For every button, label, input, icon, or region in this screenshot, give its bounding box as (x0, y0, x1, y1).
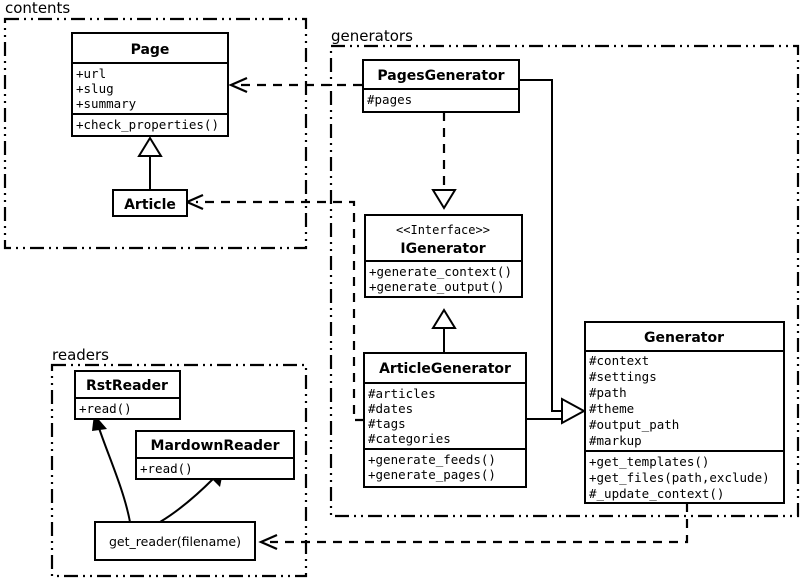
class-article-generator-frame (363, 352, 527, 488)
connector-articlegenerator-to-article (184, 193, 364, 422)
class-generator-title: Generator (644, 330, 724, 346)
class-pages-generator-title: PagesGenerator (377, 68, 504, 84)
connector-pagesgenerator-to-igenerator (431, 112, 457, 210)
class-article-generator[interactable]: ArticleGenerator #articles #dates #tags … (363, 352, 527, 488)
class-rst-reader-operation: +read() (79, 401, 132, 416)
connector-getreader-to-rstreader (92, 414, 131, 523)
class-page-attribute: +summary (76, 96, 137, 111)
connector-articlegenerator-to-generator (526, 397, 587, 425)
class-generator-attribute: #output_path (589, 417, 679, 432)
connector-article-to-page (137, 136, 163, 190)
class-article-generator-operation: +generate_pages() (368, 467, 496, 482)
class-rst-reader[interactable]: RstReader +read() (74, 370, 181, 420)
class-article-generator-operation: +generate_feeds() (368, 452, 496, 467)
class-page[interactable]: Page +url +slug +summary +check_properti… (71, 32, 229, 137)
package-readers: readers (50, 346, 308, 578)
class-article[interactable]: Article (112, 189, 188, 217)
class-mardown-reader[interactable]: MardownReader +read() (135, 430, 295, 480)
package-readers-label: readers (52, 346, 109, 364)
class-page-title: Page (131, 42, 170, 58)
class-generator-operation: +get_templates() (589, 454, 709, 469)
class-generator-attribute: #markup (589, 433, 642, 448)
class-page-operation: +check_properties() (76, 117, 219, 132)
class-generator-operation: +get_files(path,exclude) (589, 470, 770, 485)
class-page-attribute: +slug (76, 81, 114, 96)
class-generator-attribute: #context (589, 353, 649, 368)
connector-pagesgenerator-to-page (228, 76, 362, 94)
class-rst-reader-frame (74, 370, 181, 420)
class-igenerator-operation: +generate_context() (369, 264, 512, 279)
package-readers-border (50, 363, 308, 578)
class-article-generator-title: ArticleGenerator (379, 361, 511, 377)
class-igenerator-operation: +generate_output() (369, 279, 504, 294)
class-mardown-reader-frame (135, 430, 295, 480)
class-page-frame (71, 32, 229, 137)
class-article-frame (112, 189, 188, 217)
class-generator-frame (584, 321, 785, 504)
package-contents: contents (3, 0, 308, 250)
class-mardown-reader-title: MardownReader (151, 438, 280, 454)
package-contents-border (3, 17, 308, 250)
class-generator-attribute: #settings (589, 369, 657, 384)
class-igenerator-frame (364, 214, 523, 298)
class-generator[interactable]: Generator #context #settings #path #them… (584, 321, 785, 504)
class-article-title: Article (124, 197, 176, 213)
class-igenerator-stereotype: <<Interface>> (396, 223, 490, 237)
class-generator-attribute: #theme (589, 401, 634, 416)
connector-articlegenerator-to-igenerator (431, 308, 457, 356)
class-rst-reader-title: RstReader (86, 378, 168, 394)
class-igenerator[interactable]: <<Interface>> IGenerator +generate_conte… (364, 214, 523, 298)
connector-pagesgenerator-to-generator (519, 79, 562, 412)
class-article-generator-attribute: #tags (368, 416, 406, 431)
function-get-reader[interactable]: get_reader(filename) (94, 521, 256, 561)
package-generators-label: generators (331, 27, 413, 45)
package-contents-label: contents (5, 0, 70, 17)
class-generator-operation: #_update_context() (589, 486, 724, 501)
class-mardown-reader-operation: +read() (140, 461, 193, 476)
function-get-reader-frame (94, 521, 256, 561)
class-article-generator-attribute: #categories (368, 431, 451, 446)
package-generators-border (329, 44, 800, 518)
package-generators: generators (329, 27, 800, 518)
class-page-attribute: +url (76, 66, 106, 81)
function-get-reader-label: get_reader(filename) (109, 534, 241, 549)
connector-generator-to-getreader (258, 503, 689, 551)
class-pages-generator[interactable]: PagesGenerator #pages (362, 59, 520, 113)
class-igenerator-title: IGenerator (400, 241, 485, 257)
class-pages-generator-frame (362, 59, 520, 113)
class-article-generator-attribute: #articles (368, 386, 436, 401)
class-pages-generator-attribute: #pages (367, 92, 412, 107)
class-article-generator-attribute: #dates (368, 401, 413, 416)
class-generator-attribute: #path (589, 385, 627, 400)
